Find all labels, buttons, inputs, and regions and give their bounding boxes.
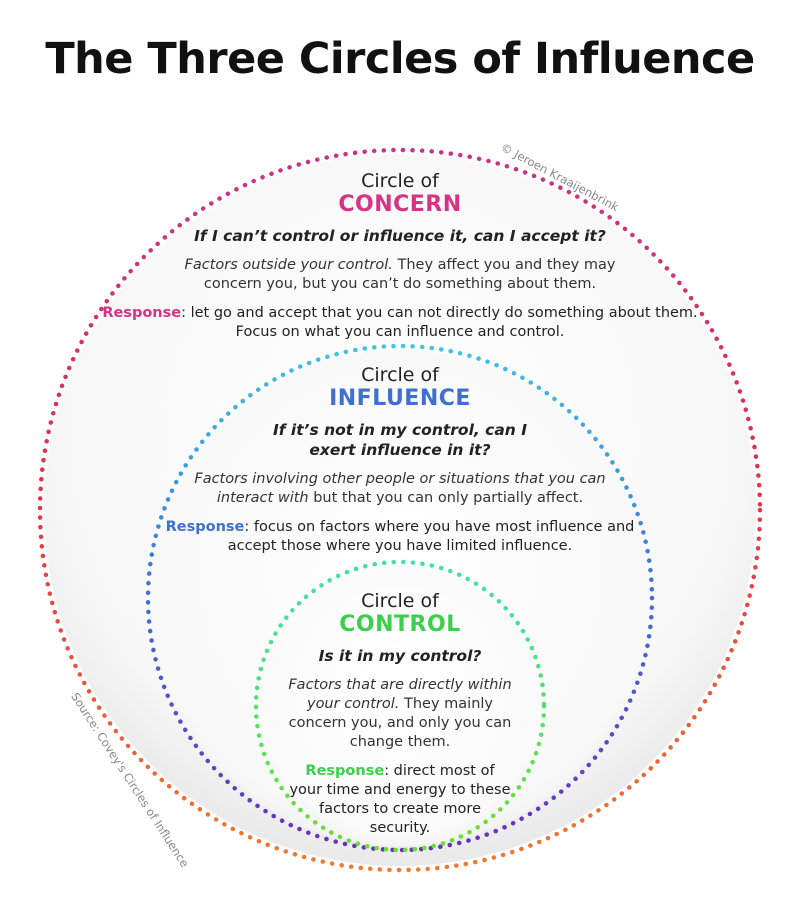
circle-of-control-fill [260, 566, 540, 846]
concern-response: Response: let go and accept that you can… [100, 304, 700, 342]
control-response-label: Response [305, 763, 385, 779]
circle-of-concern-ring [37, 147, 763, 873]
circle-of-control-ring [253, 559, 547, 853]
control-question: Is it in my control? [318, 647, 482, 665]
influence-desc-rest: but that you can only partially affect. [308, 490, 584, 506]
concern-response-label: Response [102, 305, 182, 321]
control-desc-italic: Factors that are directly within your co… [288, 677, 512, 712]
influence-desc-italic: Factors involving other people or situat… [194, 471, 606, 506]
concern-description: Factors outside your control. They affec… [100, 256, 700, 294]
control-name: CONTROL [339, 612, 461, 637]
concern-desc-italic: Factors outside your control. [184, 257, 393, 273]
control-description: Factors that are directly within your co… [275, 676, 525, 752]
concern-prefix: Circle of [361, 170, 439, 192]
influence-response: Response: focus on factors where you hav… [160, 518, 640, 556]
influence-question: If it’s not in my control, can I exert i… [272, 421, 528, 459]
concern-response-text: : let go and accept that you can not dir… [181, 305, 698, 340]
concern-block: Circle of CONCERN If I can’t control or … [100, 170, 700, 342]
influence-block: Circle of INFLUENCE If it’s not in my co… [160, 364, 640, 556]
influence-description: Factors involving other people or situat… [160, 470, 640, 508]
control-response-text: : direct most of your time and energy to… [289, 763, 511, 836]
control-block: Circle of CONTROL Is it in my control? F… [275, 590, 525, 838]
influence-response-text: : focus on factors where you have most i… [227, 519, 635, 554]
influence-response-label: Response [165, 519, 245, 535]
circle-of-influence-ring [145, 343, 655, 853]
concern-question: If I can’t control or influence it, can … [194, 227, 606, 245]
control-response: Response: direct most of your time and e… [275, 762, 525, 838]
control-desc-rest: They mainly concern you, and only you ca… [288, 696, 512, 750]
influence-name: INFLUENCE [329, 386, 471, 411]
concern-name: CONCERN [338, 192, 462, 217]
control-prefix: Circle of [361, 590, 439, 612]
concern-desc-rest: They affect you and they may concern you… [203, 257, 616, 292]
page-title: The Three Circles of Influence [45, 34, 755, 84]
influence-prefix: Circle of [361, 364, 439, 386]
